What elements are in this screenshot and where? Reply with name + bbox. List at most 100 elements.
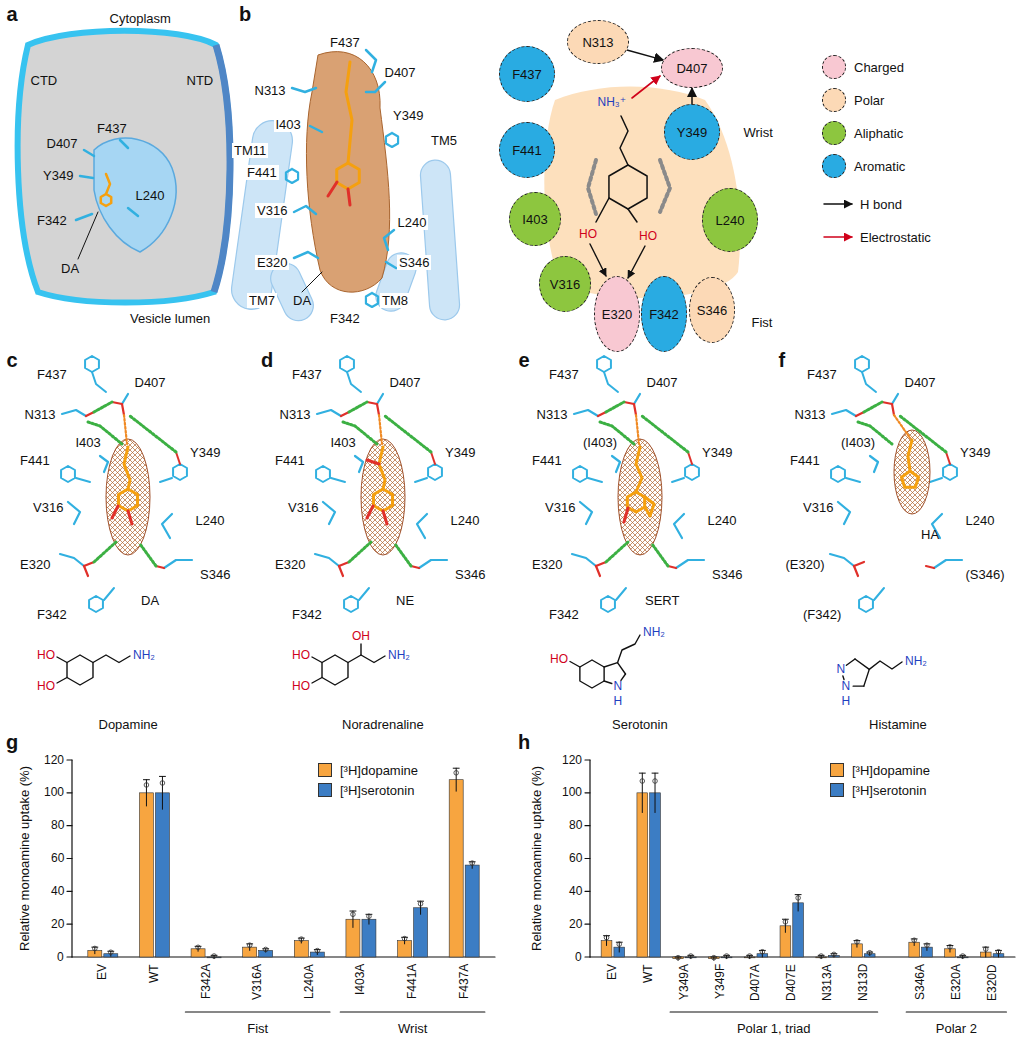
salt-bridge-dash bbox=[636, 415, 639, 444]
hbond-arrow bbox=[628, 246, 645, 278]
stick bbox=[92, 372, 106, 392]
residue-label: I403 bbox=[331, 435, 356, 450]
tick-label: 60 bbox=[51, 851, 64, 866]
error-bar bbox=[198, 946, 199, 951]
residue-label: F342 bbox=[37, 607, 67, 622]
category-label: F441A bbox=[405, 964, 420, 999]
error-bar bbox=[985, 947, 986, 957]
hbond-dash bbox=[395, 544, 411, 566]
residue-label: E320 bbox=[532, 557, 562, 572]
hbond-dash bbox=[140, 544, 156, 566]
stick bbox=[934, 560, 962, 568]
panel-letter: h bbox=[518, 731, 530, 753]
data-point bbox=[93, 946, 98, 951]
atom-label: HO bbox=[550, 652, 568, 667]
error-bar bbox=[995, 950, 1001, 951]
tick-label: 20 bbox=[51, 917, 64, 932]
data-point bbox=[454, 771, 459, 776]
error-bar bbox=[960, 955, 966, 956]
error-bar bbox=[782, 919, 788, 920]
residue-label: (S346) bbox=[966, 567, 1005, 582]
stick bbox=[292, 88, 316, 92]
stick bbox=[601, 596, 615, 612]
error-bar bbox=[146, 780, 147, 806]
chemical-structure bbox=[57, 678, 67, 684]
legend-arrow bbox=[824, 236, 852, 238]
tick-label: 100 bbox=[562, 785, 582, 800]
error-bar bbox=[831, 953, 837, 954]
legend-spacer bbox=[822, 199, 860, 209]
stick bbox=[688, 452, 692, 464]
data-point bbox=[912, 938, 917, 943]
data-point bbox=[617, 942, 622, 947]
stick bbox=[286, 169, 298, 183]
error-bar bbox=[926, 944, 927, 951]
residue-label: D407 bbox=[390, 375, 421, 390]
error-bar bbox=[821, 955, 822, 958]
interaction-arrow bbox=[691, 88, 693, 104]
data-point bbox=[263, 947, 268, 952]
panel-letter: b bbox=[239, 3, 251, 25]
stick bbox=[588, 478, 602, 482]
stick bbox=[874, 588, 884, 600]
axis-tick bbox=[585, 924, 590, 925]
data-point bbox=[925, 943, 930, 948]
tick-label: 0 bbox=[575, 950, 582, 965]
salt-bridge-dash bbox=[124, 415, 127, 444]
legend-swatch bbox=[830, 783, 844, 797]
axis-line bbox=[71, 760, 72, 957]
stick bbox=[367, 506, 373, 518]
stick bbox=[366, 293, 378, 307]
hbond-dash bbox=[349, 402, 367, 412]
text-label: CTD bbox=[31, 73, 58, 88]
residue-ellipse: Y349 bbox=[664, 104, 720, 160]
dopamine-stick bbox=[337, 163, 360, 189]
residue-name: V316 bbox=[550, 277, 580, 292]
residue-label: D407 bbox=[905, 375, 936, 390]
error-bar bbox=[418, 901, 424, 902]
atom-label: NH₂ bbox=[905, 654, 927, 669]
bar bbox=[139, 793, 153, 957]
bar bbox=[829, 955, 840, 957]
residue-label: I403 bbox=[274, 117, 303, 132]
tick-label: 40 bbox=[51, 884, 64, 899]
electrostatic-arrow bbox=[632, 76, 660, 98]
group-bracket bbox=[185, 1011, 330, 1012]
residue-label: L240 bbox=[451, 513, 480, 528]
chemical-structure bbox=[853, 685, 864, 686]
residue-name: F441 bbox=[512, 143, 542, 158]
data-point bbox=[418, 902, 423, 907]
stick bbox=[128, 511, 132, 524]
residue-ellipse: V316 bbox=[539, 256, 591, 312]
stick bbox=[176, 452, 180, 464]
molecule-name: Noradrenaline bbox=[342, 717, 424, 732]
legend-text: Aliphatic bbox=[854, 126, 903, 141]
data-point bbox=[983, 947, 988, 952]
stick bbox=[323, 502, 335, 524]
data-point bbox=[855, 940, 860, 945]
error-bar bbox=[924, 943, 930, 944]
bar bbox=[816, 957, 827, 959]
residue-label: N313 bbox=[280, 407, 311, 422]
chemical-structure bbox=[57, 657, 67, 663]
residue-label: E320 bbox=[255, 255, 289, 270]
hbond-dash bbox=[864, 402, 882, 412]
residue-name: E320 bbox=[602, 307, 632, 322]
bar bbox=[465, 865, 479, 957]
stick bbox=[162, 514, 172, 538]
stick bbox=[411, 566, 419, 568]
axis-tick bbox=[585, 825, 590, 826]
error-bar bbox=[749, 955, 750, 958]
error-bar bbox=[652, 773, 658, 774]
leader-line bbox=[78, 212, 98, 259]
stick bbox=[596, 566, 600, 576]
chemical-structure bbox=[360, 644, 361, 655]
stick bbox=[294, 252, 318, 258]
data-point bbox=[299, 937, 304, 942]
category-label: S346A bbox=[913, 964, 928, 1000]
residue-label: F437 bbox=[292, 367, 322, 382]
residue-label: L240 bbox=[136, 188, 165, 203]
chemical-structure bbox=[322, 655, 348, 685]
stick bbox=[331, 478, 345, 482]
data-point bbox=[470, 861, 475, 866]
